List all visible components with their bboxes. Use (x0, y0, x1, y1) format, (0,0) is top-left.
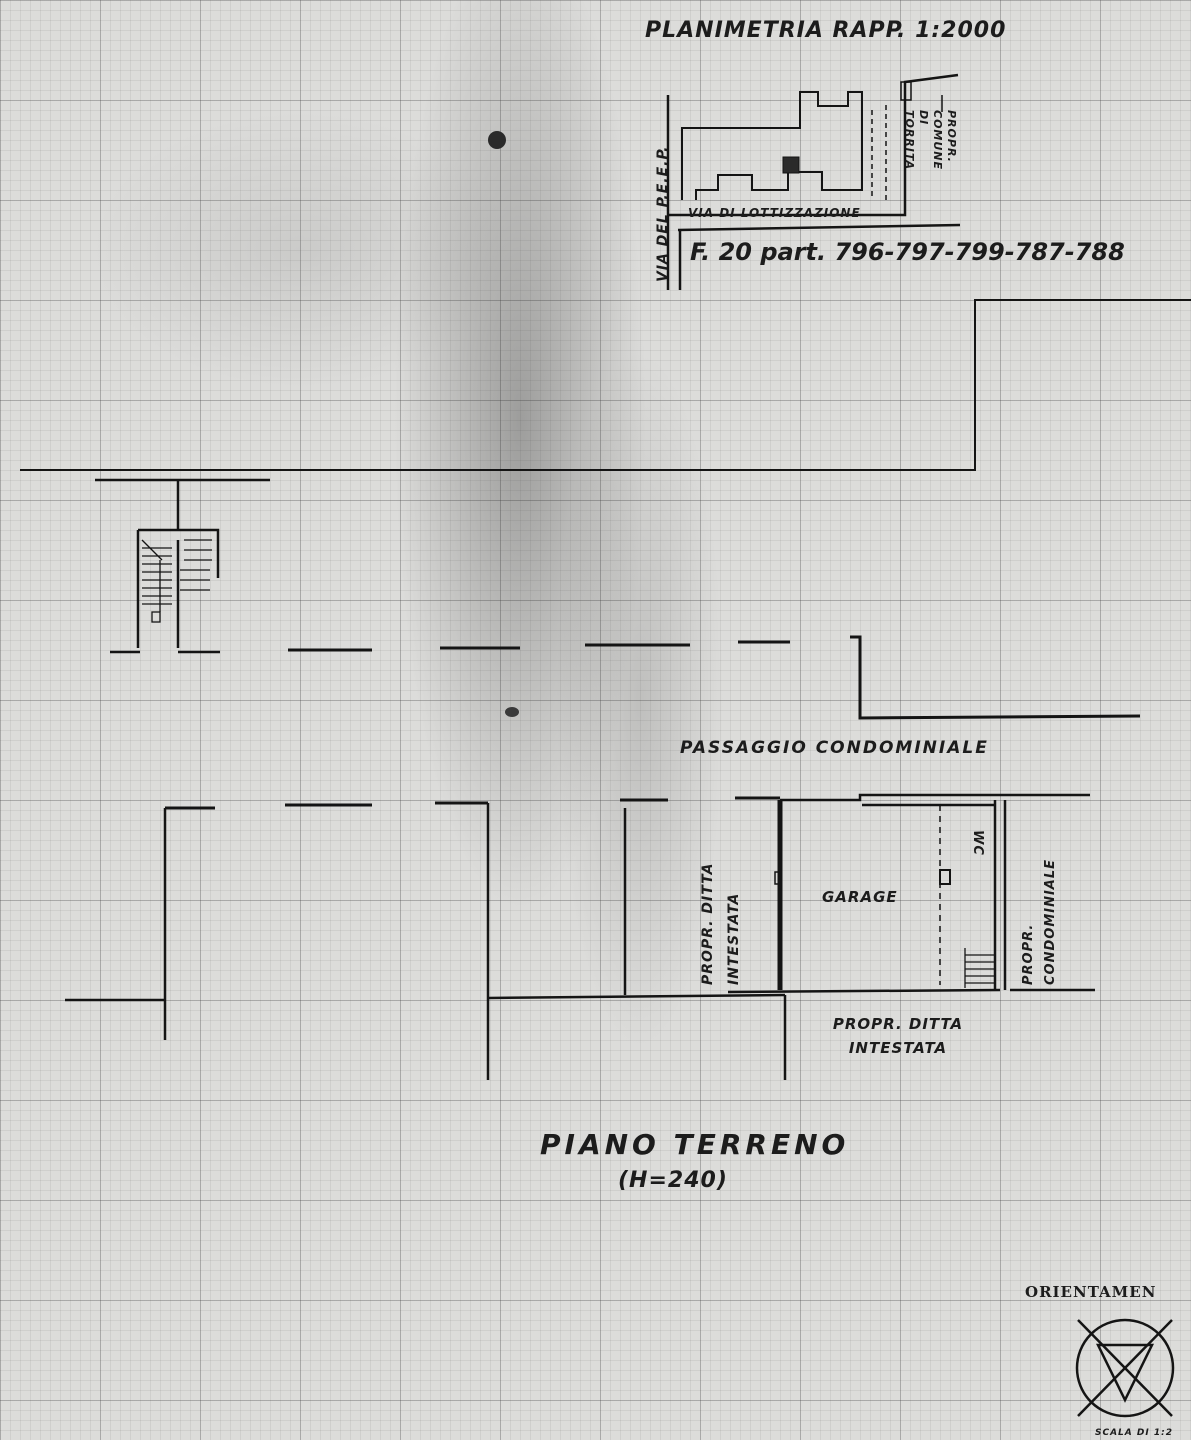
site-plan-map (666, 73, 961, 290)
ink-blot (505, 707, 519, 717)
floor-title: PIANO TERRENO (540, 1128, 850, 1161)
upper-wall-segments (288, 635, 1141, 720)
corridor-label: PASSAGGIO CONDOMINIALE (680, 738, 989, 758)
cadastral-reference: F. 20 part. 796-797-799-787-788 (690, 238, 1125, 266)
property-right-label: PROPR. COMUNE DI TORRITA (903, 110, 958, 171)
left-property-label: PROPR. DITTA INTESTATA (700, 862, 742, 985)
scale-label: SCALA DI 1:2 (1095, 1428, 1173, 1438)
wc-label: WC (970, 830, 985, 856)
stairwell (110, 528, 220, 654)
site-plan-title: PLANIMETRIA RAPP. 1:2000 (645, 18, 1007, 43)
bottom-property-label: PROPR. DITTA INTESTATA (832, 1015, 964, 1057)
lower-walls (65, 803, 787, 1080)
orientation-label: ORIENTAMEN (1025, 1283, 1157, 1301)
right-property-label: PROPR. CONDOMINIALE (1021, 858, 1058, 985)
north-arrow-compass (1075, 1318, 1175, 1418)
road-label-left: VIA DEL P.E.E.P. (655, 145, 671, 282)
garage-label: GARAGE (822, 888, 898, 906)
ink-blot (488, 131, 506, 149)
garage-room (727, 793, 1095, 994)
road-label-bottom: VIA DI LOTTIZZAZIONE (688, 206, 861, 220)
lower-wall-segments (165, 796, 780, 810)
floor-height: (H=240) (618, 1168, 728, 1193)
building-outline (20, 299, 1191, 530)
